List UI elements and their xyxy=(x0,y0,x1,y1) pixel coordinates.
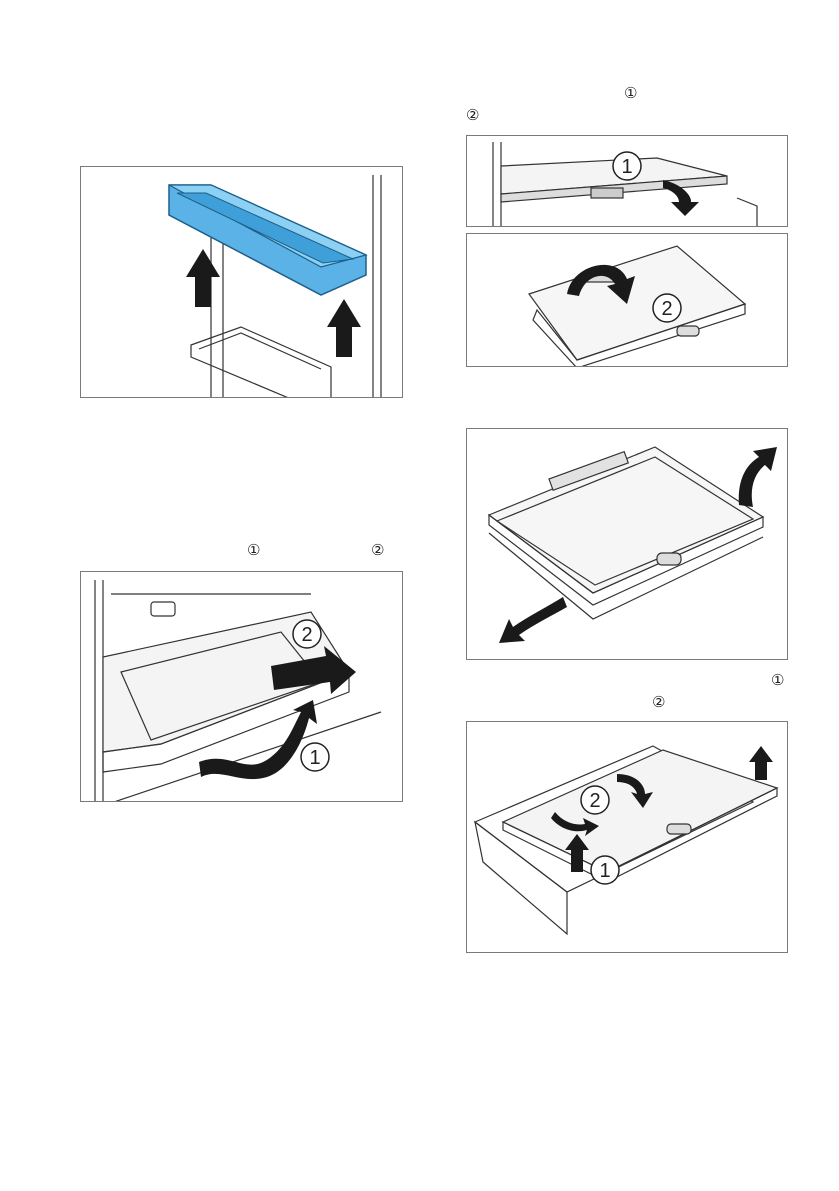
callout-number: 1 xyxy=(309,747,320,769)
arrow-curved-down-icon xyxy=(499,597,567,643)
step-marker-2: ② xyxy=(371,543,384,558)
step-marker-1: ① xyxy=(771,673,784,688)
figure-drawer-pullout: 1 2 xyxy=(80,571,403,802)
shelf-detach-illustration: 1 2 xyxy=(467,722,788,953)
callout-number: 1 xyxy=(599,860,610,882)
callout-number: 2 xyxy=(661,298,672,320)
figure-door-shelf-removal xyxy=(80,166,403,398)
step-marker-2: ② xyxy=(466,108,479,123)
step-marker-2: ② xyxy=(652,695,665,710)
callout-number: 2 xyxy=(301,624,312,646)
drawer-pullout-illustration: 1 2 xyxy=(81,572,403,802)
step-marker-1: ① xyxy=(624,86,637,101)
arrow-curved-up-icon xyxy=(739,447,777,507)
shelf-lift-illustration xyxy=(467,429,788,660)
door-shelf-illustration xyxy=(81,167,403,398)
figure-shelf-flip: 2 xyxy=(466,233,788,367)
callout-number: 1 xyxy=(621,156,632,178)
figure-shelf-edge-release: 1 xyxy=(466,135,788,227)
arrow-up-icon xyxy=(186,249,220,307)
shelf-flip-illustration: 2 xyxy=(467,234,788,367)
arrow-up-icon xyxy=(749,746,773,780)
figure-shelf-detach: 1 2 xyxy=(466,721,788,953)
figure-shelf-lift xyxy=(466,428,788,660)
step-marker-1: ① xyxy=(247,543,260,558)
callout-number: 2 xyxy=(589,790,600,812)
shelf-edge-illustration: 1 xyxy=(467,136,788,227)
arrow-up-icon xyxy=(327,299,361,357)
